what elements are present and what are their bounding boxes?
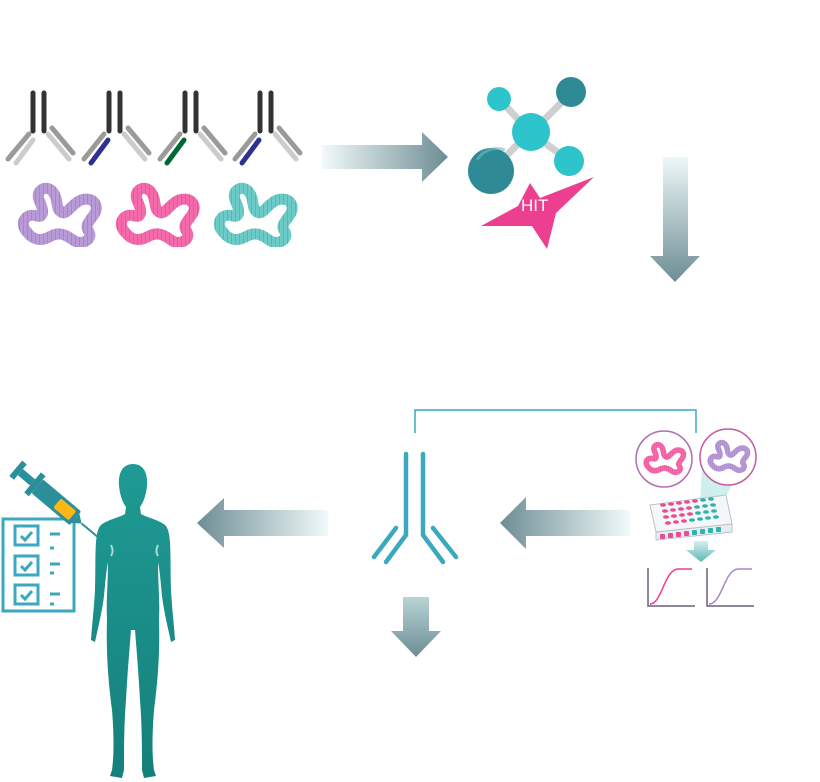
- atom-icon: [556, 77, 586, 107]
- antibody-icon: [157, 90, 224, 166]
- human-figure-icon: [91, 464, 175, 778]
- arrow-right-icon: [322, 132, 448, 182]
- binding-curve-purple: [706, 568, 754, 607]
- arrow-left-icon: [500, 497, 630, 549]
- target-protein-purple-icon: [23, 188, 96, 242]
- arrow-down-icon: [391, 597, 441, 657]
- lead-antibody-icon: [371, 451, 459, 565]
- hit-molecule: HIT: [468, 77, 594, 249]
- connector-line: [414, 409, 697, 433]
- atom-icon: [487, 87, 511, 111]
- atom-icon: [512, 113, 550, 151]
- antibody-icon: [5, 90, 72, 166]
- syringe-icon: [9, 460, 100, 539]
- hit-label: HIT: [521, 196, 548, 215]
- well-plate-icon: [649, 494, 733, 541]
- target-protein-pink-icon: [121, 188, 194, 242]
- binding-curve-pink: [647, 568, 695, 607]
- hit-burst-icon: [481, 177, 594, 249]
- clinical-checklist-icon: [1, 517, 76, 613]
- target-protein-teal-icon: [219, 188, 292, 242]
- antibody-library: [5, 90, 303, 242]
- atom-icon: [468, 148, 514, 194]
- atom-icon: [554, 146, 584, 176]
- antibody-icon: [232, 90, 299, 166]
- antibody-icon: [81, 90, 148, 166]
- arrow-down-icon: [650, 157, 700, 282]
- arrow-down-small-icon: [686, 541, 716, 562]
- screening-assay: [635, 428, 757, 607]
- arrow-left-icon: [197, 498, 328, 548]
